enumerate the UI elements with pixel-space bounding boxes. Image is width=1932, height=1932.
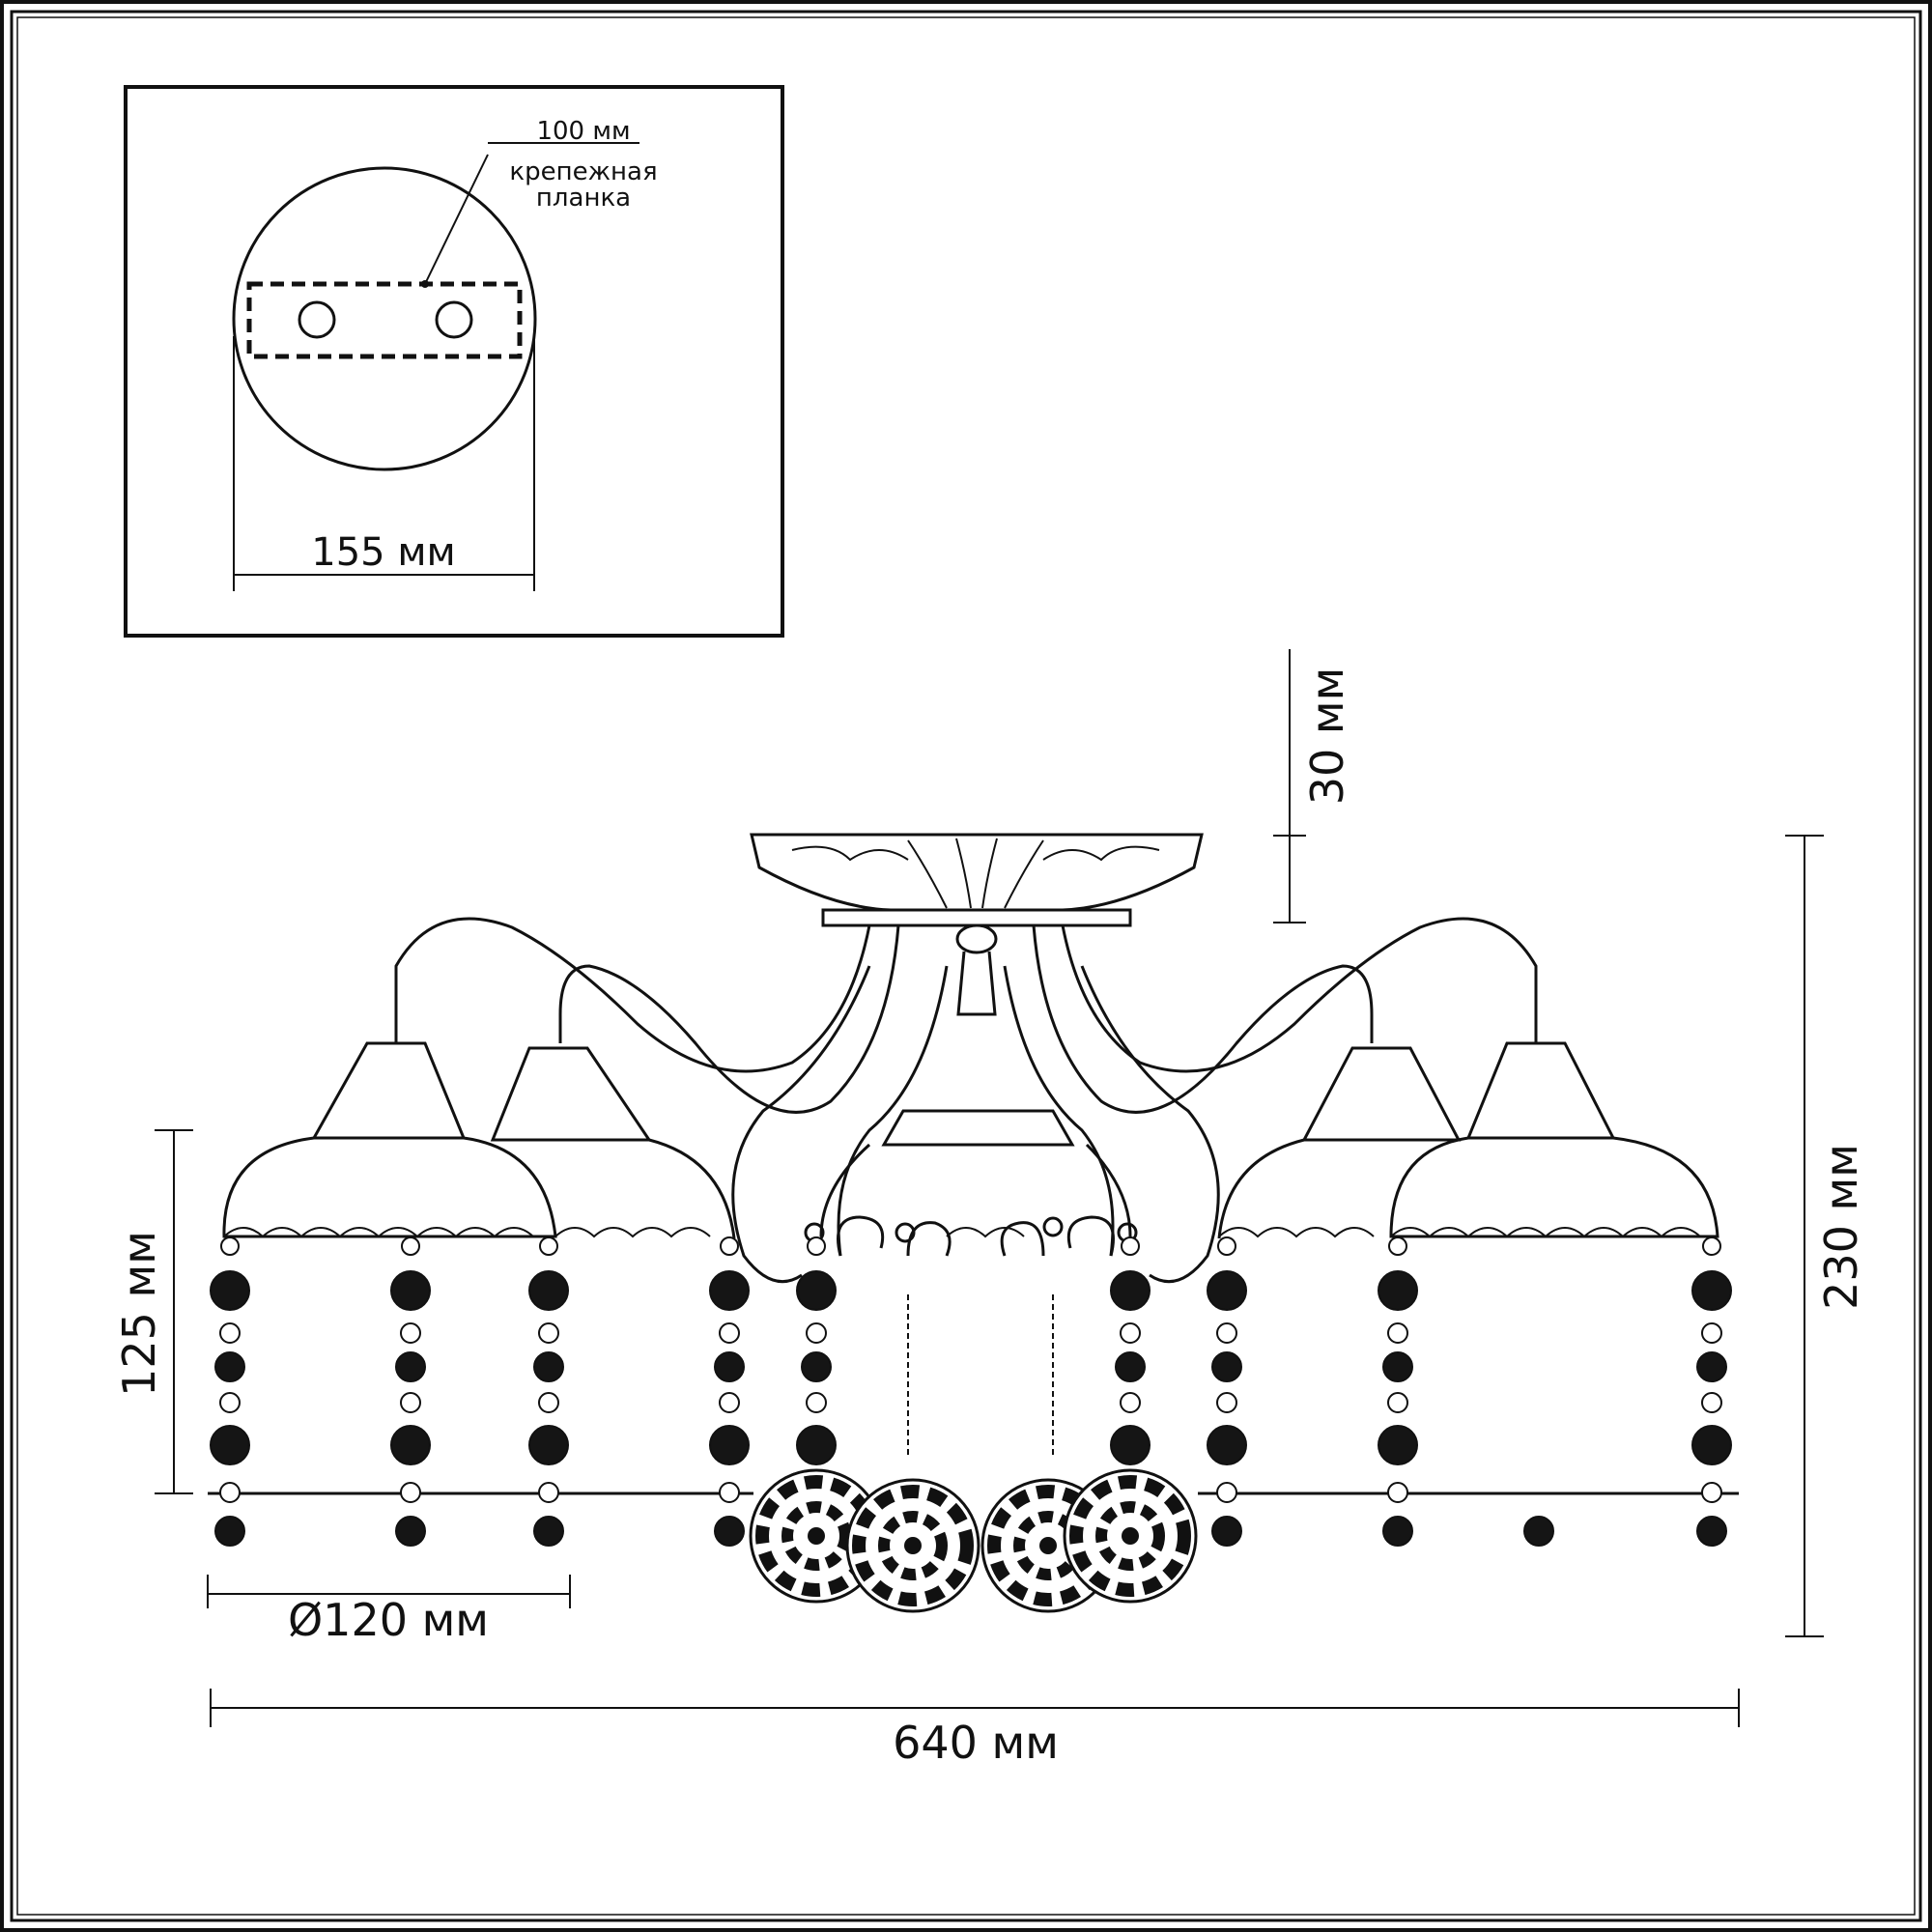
bead-strand xyxy=(210,1236,250,1547)
hole-spacing-label: 100 мм xyxy=(536,117,630,146)
shade-far-left xyxy=(222,1041,557,1238)
canopy-height-dimension: 30 мм xyxy=(1273,649,1353,923)
canopy-height-label: 30 мм xyxy=(1301,668,1353,806)
crystal-pendants xyxy=(749,1294,1198,1613)
total-height-dimension: 230 мм xyxy=(1785,835,1867,1637)
bead-strands xyxy=(210,1236,1732,1547)
shade-diameter-dimension: Ø120 мм xyxy=(207,1575,571,1646)
bead-strand xyxy=(528,1236,569,1547)
crystal-ball xyxy=(749,1468,884,1604)
bead-strand xyxy=(1691,1236,1732,1547)
bracket-label-line1: крепежная xyxy=(509,157,657,186)
total-height-label: 230 мм xyxy=(1815,1144,1867,1310)
bead-strand xyxy=(1378,1236,1418,1547)
screw-hole-left xyxy=(298,300,336,339)
shade-right xyxy=(1217,1046,1462,1239)
plate-diameter-label: 155 мм xyxy=(311,530,455,575)
center-stem xyxy=(955,923,998,1016)
crystal-ball xyxy=(845,1478,980,1613)
total-width-label: 640 мм xyxy=(893,1717,1059,1769)
shade-height-label: 125 мм xyxy=(113,1231,165,1397)
mounting-bracket xyxy=(246,281,523,359)
mount-plate-inset: 100 мм крепежная планка 155 мм xyxy=(124,85,784,638)
shade-left xyxy=(490,1046,736,1239)
bead-strand xyxy=(1523,1516,1554,1547)
bead-strand xyxy=(1207,1236,1247,1547)
mount-plate-circle xyxy=(232,166,537,471)
total-width-dimension: 640 мм xyxy=(210,1689,1740,1769)
bead-strand xyxy=(1110,1236,1151,1465)
bracket-leader-line xyxy=(424,154,489,285)
bead-strand xyxy=(709,1236,750,1547)
shade-center xyxy=(819,1109,1132,1238)
crystal-ball xyxy=(1063,1468,1198,1604)
screw-hole-right xyxy=(435,300,473,339)
bead-strand xyxy=(796,1236,837,1465)
chandelier xyxy=(208,833,1739,1613)
arms xyxy=(394,917,1538,1284)
canopy xyxy=(750,833,1204,927)
bracket-label-line2: планка xyxy=(536,184,631,213)
shade-far-right xyxy=(1389,1041,1719,1238)
shade-height-dimension: 125 мм xyxy=(113,1129,193,1494)
bead-strand xyxy=(390,1236,431,1547)
shade-diameter-label: Ø120 мм xyxy=(288,1594,489,1646)
